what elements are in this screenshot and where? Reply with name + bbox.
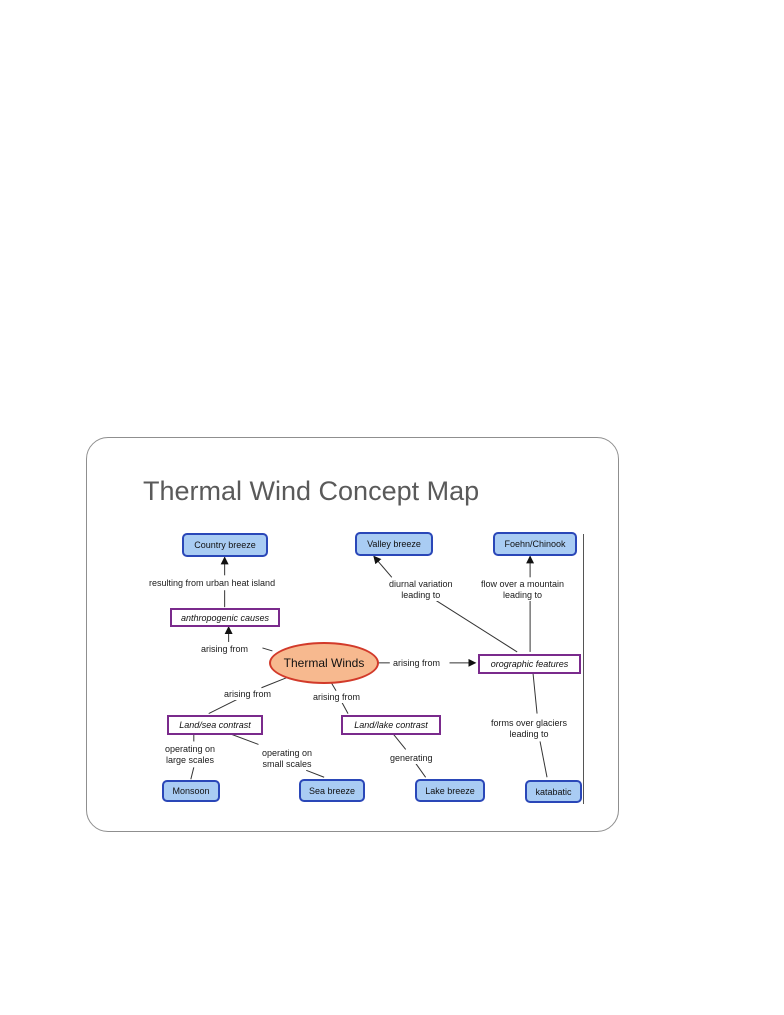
label-diurnal-line2: leading to — [401, 590, 441, 600]
slide-frame: Thermal Wind Concept Map — [86, 437, 619, 832]
node-monsoon: Monsoon — [162, 780, 220, 802]
link-glaciers — [532, 673, 538, 714]
node-sea-breeze: Sea breeze — [299, 779, 365, 802]
node-land-sea-contrast: Land/sea contrast — [167, 715, 263, 735]
label-arising-oro: arising from — [393, 658, 441, 669]
arrow-valley-breeze — [373, 555, 393, 578]
link-arising-anthro — [262, 647, 273, 652]
label-small-line1: operating on — [262, 748, 313, 758]
node-country-breeze: Country breeze — [182, 533, 268, 557]
node-orographic-features: orographic features — [478, 654, 581, 674]
label-urban-heat: resulting from urban heat island — [149, 578, 276, 589]
label-glaciers-line1: forms over glaciers — [491, 718, 568, 728]
label-arising-landsea: arising from — [224, 689, 272, 700]
label-generating: generating — [390, 753, 433, 764]
label-large-line2: large scales — [166, 755, 215, 765]
node-anthropogenic-causes: anthropogenic causes — [170, 608, 280, 627]
label-arising-landlake: arising from — [313, 692, 361, 703]
label-mountain-line1: flow over a mountain — [481, 579, 565, 589]
node-foehn-chinook: Foehn/Chinook — [493, 532, 577, 556]
label-mountain-line2: leading to — [503, 590, 543, 600]
label-glaciers-line2: leading to — [509, 729, 549, 739]
node-katabatic: katabatic — [525, 780, 582, 803]
link-arising-landsea — [261, 677, 287, 689]
node-land-lake-contrast: Land/lake contrast — [341, 715, 441, 735]
label-diurnal-line1: diurnal variation — [389, 579, 453, 589]
label-diurnal: diurnal variation leading to — [389, 579, 453, 601]
label-glaciers: forms over glaciers leading to — [491, 718, 568, 740]
label-small-line2: small scales — [262, 759, 312, 769]
label-arising-anthro: arising from — [201, 644, 249, 655]
connector-lines — [190, 555, 548, 780]
node-lake-breeze: Lake breeze — [415, 779, 485, 802]
label-mountain: flow over a mountain leading to — [481, 579, 565, 601]
link-diurnal — [435, 599, 518, 653]
node-thermal-winds: Thermal Winds — [269, 642, 379, 684]
divider-line — [583, 534, 584, 804]
node-valley-breeze: Valley breeze — [355, 532, 433, 556]
label-small-scales: operating on small scales — [262, 748, 313, 770]
label-large-scales: operating on large scales — [165, 744, 216, 766]
link-generating — [392, 733, 407, 750]
label-large-line1: operating on — [165, 744, 216, 754]
slide-title: Thermal Wind Concept Map — [143, 476, 480, 506]
